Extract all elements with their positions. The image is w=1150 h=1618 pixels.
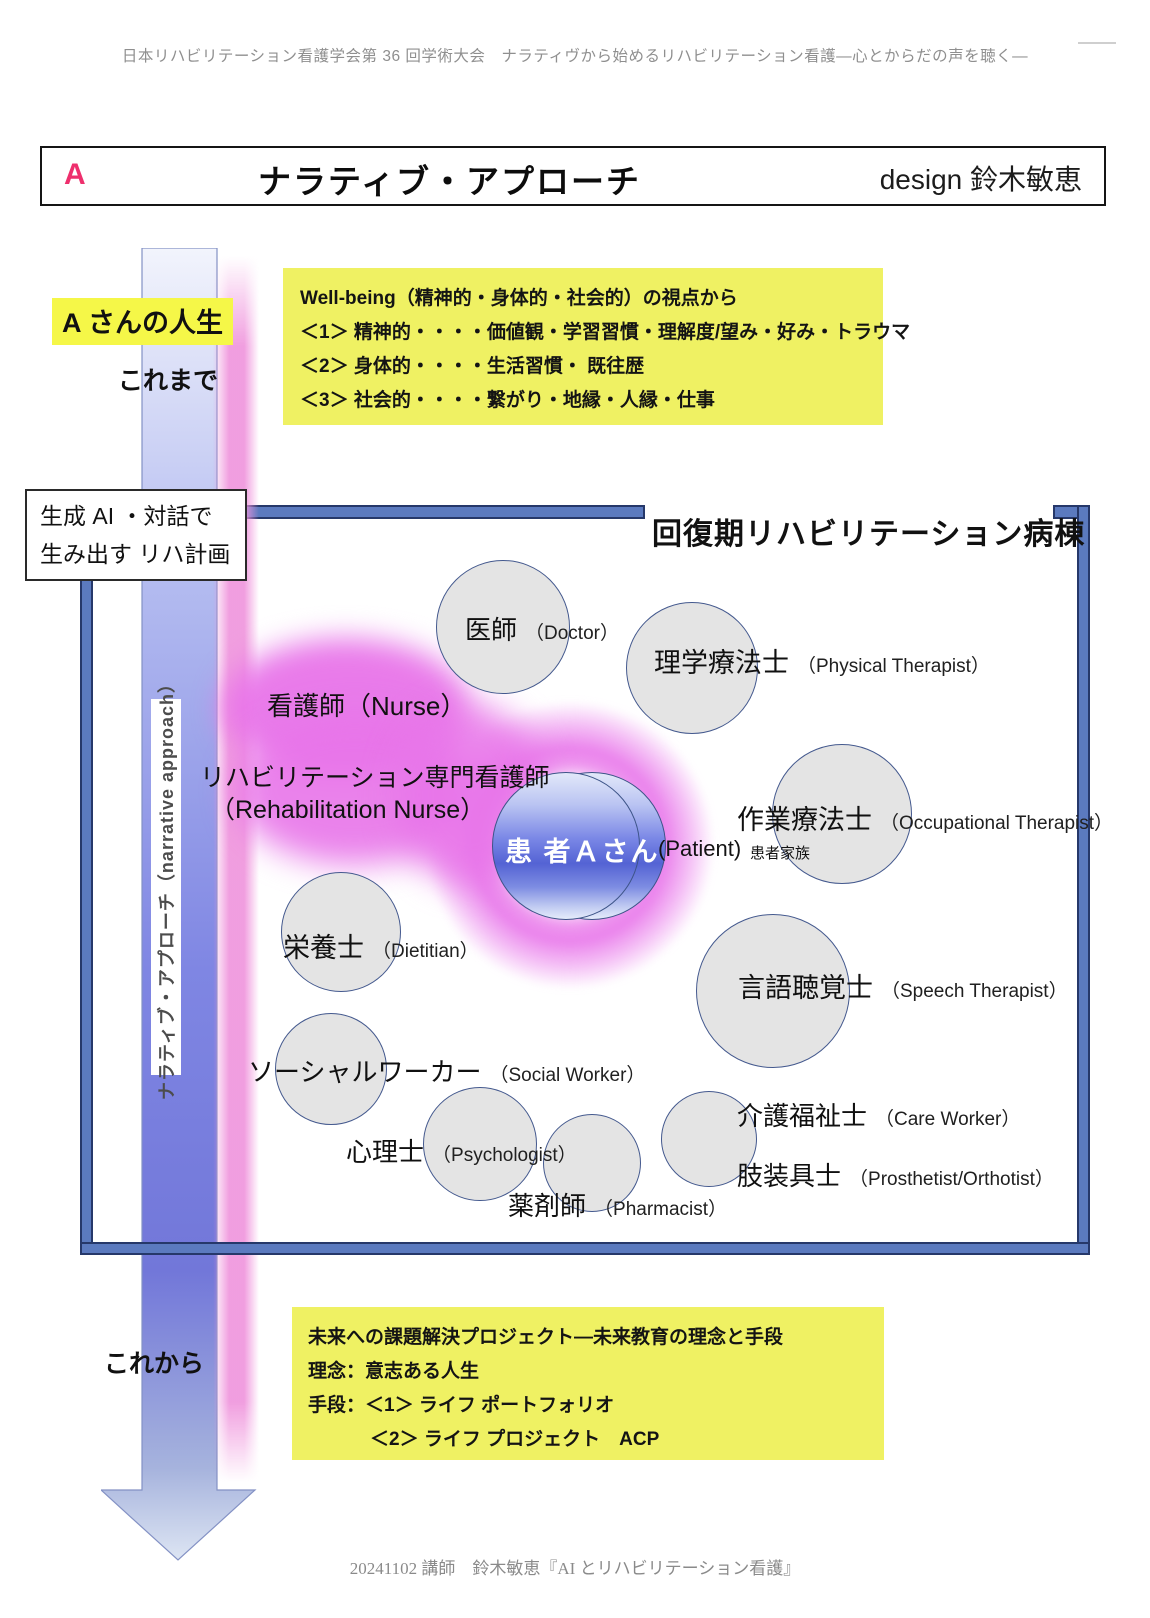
corner-mark	[1078, 42, 1116, 44]
speech-therapist-label: 言語聴覚士 （Speech Therapist）	[738, 966, 1068, 1005]
occupational-therapist-label-en: （Occupational Therapist）	[880, 813, 1114, 834]
slide-badge: A	[64, 158, 86, 191]
social-worker-label-en: （Social Worker）	[489, 1065, 646, 1086]
doctor-circle	[436, 560, 570, 694]
care-worker-label-jp: 介護福祉士	[737, 1101, 868, 1131]
pharmacist-circle	[543, 1114, 641, 1212]
pink-life-band	[213, 256, 259, 1482]
nurse-label: 看護師（Nurse）	[267, 691, 467, 721]
ai-box-line2: 生み出す リハ計画	[40, 541, 231, 567]
patient-circle	[492, 772, 640, 920]
speech-therapist-circle	[696, 914, 850, 1068]
patient-en-label: (Patient)	[658, 836, 742, 861]
patient-family-label: 患者家族	[750, 845, 811, 862]
wellbeing-line: ＜2＞ 身体的・・・・生活習慣・ 既往歴	[300, 356, 645, 377]
social-worker-circle	[275, 1013, 387, 1125]
psychologist-label-en: （Psychologist）	[432, 1145, 577, 1166]
ward-title: 回復期リハビリテーション病棟	[652, 518, 1086, 551]
prosthetist-orthotist-label-en: （Prosthetist/Orthotist）	[849, 1169, 1054, 1190]
social-worker-label: ソーシャルワーカー （Social Worker）	[248, 1052, 645, 1089]
social-worker-label-jp: ソーシャルワーカー	[248, 1057, 482, 1087]
pharmacist-label: 薬剤師 （Pharmacist）	[508, 1186, 727, 1223]
footer-credit: 20241102 講師 鈴木敏恵『AI とリハビリテーション看護』	[349, 1559, 801, 1578]
speech-therapist-label-jp: 言語聴覚士	[738, 973, 873, 1003]
psychologist-label: 心理士 （Psychologist）	[346, 1132, 577, 1169]
ward-frame-right	[1077, 505, 1090, 1255]
physical-therapist-label-en: （Physical Therapist）	[797, 656, 990, 677]
prosthetist-orthotist-label-jp: 肢装具士	[737, 1161, 842, 1191]
care-worker-label: 介護福祉士 （Care Worker）	[737, 1096, 1020, 1133]
physical-therapist-label: 理学療法士 （Physical Therapist）	[654, 641, 990, 680]
dietitian-label-en: （Dietitian）	[372, 941, 479, 962]
occupational-therapist-circle	[772, 744, 912, 884]
prosthetist-orthotist-label: 肢装具士 （Prosthetist/Orthotist）	[737, 1156, 1054, 1193]
from-now-label: これから	[104, 1350, 205, 1378]
ai-box-line1: 生成 AI ・対話で	[40, 503, 213, 529]
wellbeing-line: Well-being（精神的・身体的・社会的）の視点から	[300, 288, 738, 309]
physical-therapist-circle	[626, 602, 758, 734]
wellbeing-line: ＜1＞ 精神的・・・・価値観・学習習慣・理解度/望み・好み・トラウマ	[300, 322, 911, 343]
physical-therapist-label-jp: 理学療法士	[654, 648, 789, 678]
wellbeing-line: ＜3＞ 社会的・・・・繋がり・地縁・人縁・仕事	[300, 390, 715, 411]
psychologist-circle	[423, 1087, 537, 1201]
future-box-line: 未来への課題解決プロジェクト―未来教育の理念と手段	[308, 1327, 784, 1348]
dietitian-label: 栄養士 （Dietitian）	[283, 926, 479, 965]
doctor-label-jp: 医師	[465, 615, 518, 645]
pharmacist-label-en: （Pharmacist）	[594, 1199, 728, 1220]
future-project-note-box: 未来への課題解決プロジェクト―未来教育の理念と手段 理念：意志ある人生 手段：＜…	[292, 1307, 884, 1460]
ward-frame-left	[80, 505, 93, 1255]
future-box-line: 理念：意志ある人生	[308, 1361, 480, 1382]
life-of-a-label: A さんの人生	[52, 298, 233, 345]
conference-header: 日本リハビリテーション看護学会第 36 回学術大会 ナラティヴから始めるリハビリ…	[121, 48, 1029, 65]
narrative-approach-vertical-label: ナラティブ・アプローチ（narrative approach）	[151, 674, 181, 1100]
ward-frame-bottom	[80, 1242, 1090, 1255]
occupational-therapist-label: 作業療法士 （Occupational Therapist）	[737, 798, 1113, 837]
doctor-label-en: （Doctor）	[525, 623, 619, 644]
dietitian-circle	[281, 872, 401, 992]
generative-ai-plan-box: 生成 AI ・対話で 生み出す リハ計画	[25, 489, 247, 581]
speech-therapist-label-en: （Speech Therapist）	[881, 981, 1068, 1002]
patient-name: 患 者Ａさん	[505, 837, 660, 867]
title-bar: A ナラティブ・アプローチ design 鈴木敏恵	[40, 146, 1106, 206]
wellbeing-note-box: Well-being（精神的・身体的・社会的）の視点から ＜1＞ 精神的・・・・…	[283, 268, 911, 425]
doctor-label: 医師 （Doctor）	[465, 610, 619, 647]
pharmacist-label-jp: 薬剤師	[508, 1191, 587, 1221]
page-title: ナラティブ・アプローチ	[258, 163, 642, 200]
dietitian-label-jp: 栄養士	[283, 933, 364, 963]
care-worker-label-en: （Care Worker）	[875, 1109, 1021, 1130]
future-box-line: ＜2＞ ライフ プロジェクト ACP	[370, 1429, 660, 1450]
rehab-nurse-label-en: （Rehabilitation Nurse）	[210, 796, 486, 824]
until-now-label: これまで	[118, 367, 219, 395]
care-worker-circle	[661, 1091, 757, 1187]
design-credit: design 鈴木敏恵	[879, 164, 1082, 195]
future-box-line: 手段：＜1＞ ライフ ポートフォリオ	[308, 1395, 615, 1416]
rehab-nurse-label-jp: リハビリテーション専門看護師	[200, 764, 550, 792]
occupational-therapist-label-jp: 作業療法士	[737, 805, 872, 835]
psychologist-label-jp: 心理士	[346, 1137, 425, 1167]
